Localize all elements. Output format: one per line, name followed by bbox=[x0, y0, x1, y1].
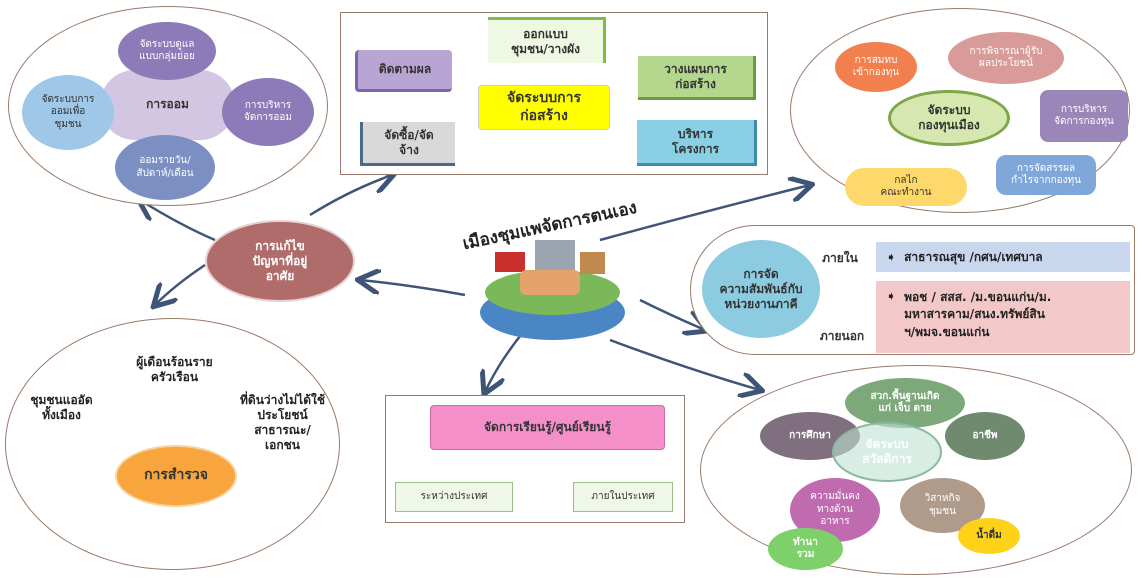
construction-procure: จัดซื้อ/จัด จ้าง bbox=[360, 122, 455, 166]
learning-intl: ระหว่างประเทศ bbox=[395, 482, 513, 512]
savings-top-item: จัดระบบดูแล แบบกลุ่มย่อย bbox=[118, 22, 216, 80]
relations-center: การจัด ความสัมพันธ์กับ หน่วยงานภาคี bbox=[702, 240, 820, 338]
arrow-to-welfare bbox=[609, 338, 760, 390]
welfare-career: อาชีพ bbox=[945, 412, 1025, 460]
house-icon bbox=[580, 252, 605, 274]
welfare-enterprise: วิสาหกิจ ชุมชน bbox=[900, 478, 985, 533]
fund-center: จัดระบบ กองทุนเมือง bbox=[888, 90, 1010, 146]
construction-design: ออกแบบ ชุมชน/วางผัง bbox=[488, 17, 606, 63]
city-buildings-icon bbox=[535, 240, 575, 270]
savings-center-label: การออม bbox=[146, 97, 189, 111]
fund-profit: การจัดสรรผล กำไรจากกองทุน bbox=[996, 155, 1096, 195]
welfare-drink: น้ำดื่ม bbox=[958, 518, 1020, 554]
welfare-farm: ทำนา รวม bbox=[768, 528, 843, 570]
savings-bottom-item: ออมรายวัน/ สัปดาห์/เดือน bbox=[115, 135, 215, 200]
survey-item-1: ชุมชนแออัด ทั้งเมือง bbox=[30, 393, 93, 422]
arrow-bullet-icon: ➧ bbox=[886, 289, 897, 303]
savings-left-item: จัดระบบการ ออมเพื่อ ชุมชน bbox=[22, 75, 114, 150]
fund-consider: การพิจารณาผู้รับ ผลประโยชน์ bbox=[948, 32, 1064, 84]
survey-item-3: ที่ดินว่างไม่ได้ใช้ ประโยชน์ สาธารณะ/ เอ… bbox=[239, 392, 326, 452]
housing-node: การแก้ไข ปัญหาที่อยู่ อาศัย bbox=[205, 220, 355, 302]
arrow-to-survey bbox=[155, 263, 206, 305]
construction-manage: บริหาร โครงการ bbox=[637, 120, 757, 166]
arrow-to-housing bbox=[360, 280, 466, 297]
construction-follow: ติดตามผล bbox=[355, 50, 452, 92]
learning-domestic: ภายในประเทศ bbox=[573, 482, 673, 512]
fund-join: การสมทบ เข้ากองทุน bbox=[835, 42, 917, 92]
welfare-food: ความมั่นคง ทางด้าน อาหาร bbox=[790, 478, 880, 542]
factory-icon bbox=[495, 252, 525, 272]
relations-outside-text: พอช / สสส. /ม.ขอนแก่น/ม. มหาสารคาม/สนง.ท… bbox=[904, 290, 1052, 339]
construction-center: จัดระบบการ ก่อสร้าง bbox=[478, 85, 610, 130]
welfare-birth: สวก.พื้นฐานเกิด แก่ เจ็บ ตาย bbox=[845, 378, 965, 428]
relations-inside-box: ➧ สาธารณสุข /กศน/เทศบาล bbox=[876, 242, 1130, 272]
relations-inside-text: สาธารณสุข /กศน/เทศบาล bbox=[904, 249, 1043, 264]
relations-outside-label: ภายนอก bbox=[819, 328, 865, 343]
survey-panel bbox=[5, 318, 340, 570]
fund-mechanism: กลไก คณะทำงาน bbox=[845, 168, 967, 206]
center-illustration bbox=[480, 240, 625, 340]
welfare-center: จัดระบบ สวัสดิการ bbox=[832, 422, 942, 482]
arrow-bullet-icon: ➧ bbox=[886, 250, 897, 264]
arrow-to-construction bbox=[309, 175, 392, 217]
relations-inside-label: ภายใน bbox=[822, 250, 858, 265]
survey-center: การสำรวจ bbox=[115, 445, 237, 507]
arrow-to-fund bbox=[599, 185, 810, 242]
relations-outside-box: ➧ พอช / สสส. /ม.ขอนแก่น/ม. มหาสารคาม/สนง… bbox=[876, 281, 1130, 353]
arrow-to-relations bbox=[639, 298, 705, 330]
construction-plan: วางแผนการ ก่อสร้าง bbox=[638, 56, 756, 100]
savings-right-item: การบริหาร จัดการออม bbox=[222, 78, 314, 146]
arrow-to-savings bbox=[140, 200, 216, 242]
survey-item-2: ผู้เดือนร้อนราย ครัวเรือน bbox=[136, 355, 213, 384]
fund-admin: การบริหาร จัดการกองทุน bbox=[1040, 90, 1128, 142]
savings-cross-shape bbox=[100, 70, 235, 140]
people-icon bbox=[520, 270, 580, 295]
learning-center: จัดการเรียนรู้/ศูนย์เรียนรู้ bbox=[430, 405, 665, 450]
